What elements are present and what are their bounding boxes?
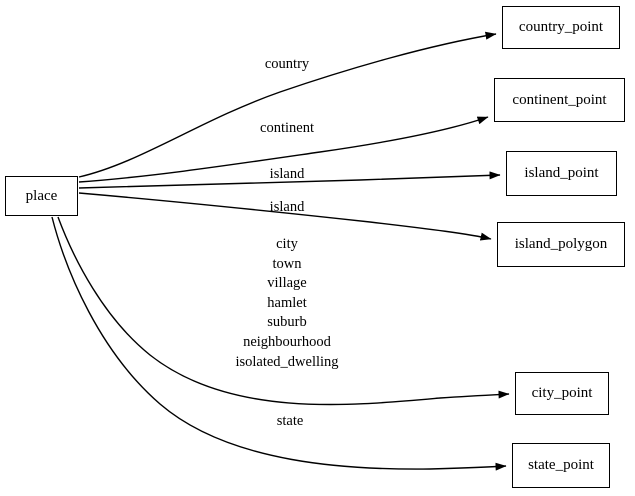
- edge-place-to-state_point: [51, 216, 507, 471]
- edge-label-state: state: [277, 412, 304, 432]
- node-label: continent_point: [512, 91, 607, 108]
- edge-place-to-island_polygon: [78, 192, 492, 241]
- node-state-point[interactable]: state_point: [512, 443, 610, 488]
- node-label: state_point: [528, 457, 594, 473]
- node-place[interactable]: place: [5, 176, 78, 216]
- edge-place-to-city_point: [57, 216, 510, 406]
- edge-place-to-country_point: [78, 31, 497, 178]
- edge-label-city-types: city town village hamlet suburb neighbourhood…: [235, 235, 338, 372]
- node-island-polygon[interactable]: island_polygon: [497, 222, 625, 267]
- edge-label-line: isolated_dwelling: [235, 353, 339, 370]
- edge-label-line: continent: [260, 120, 314, 136]
- node-label: place: [25, 187, 58, 204]
- edge-paths: [51, 31, 510, 471]
- edge-label-line: state: [276, 413, 304, 429]
- edge-place-to-island_point: [78, 171, 501, 189]
- edge-label-line: suburb: [267, 314, 307, 331]
- edge-label-line: hamlet: [267, 294, 307, 311]
- edge-label-line: town: [272, 255, 302, 272]
- edge-label-line: island: [269, 166, 305, 182]
- edge-label-country: country: [265, 55, 309, 75]
- node-continent-point[interactable]: continent_point: [494, 78, 625, 122]
- node-label: country_point: [518, 19, 604, 35]
- node-label: island_point: [524, 165, 599, 181]
- edge-label-island-point: island: [270, 165, 305, 185]
- node-label: city_point: [531, 385, 593, 401]
- edge-place-to-continent_point: [78, 116, 489, 183]
- node-country-point[interactable]: country_point: [502, 6, 620, 49]
- node-label: island_polygon: [514, 236, 608, 252]
- edge-label-line: village: [267, 275, 307, 292]
- edge-label-island-polygon: island: [270, 198, 305, 218]
- node-island-point[interactable]: island_point: [506, 151, 617, 196]
- edge-label-line: island: [269, 199, 305, 215]
- node-city-point[interactable]: city_point: [515, 372, 609, 415]
- edge-label-continent: continent: [260, 119, 314, 139]
- edge-label-line: city: [276, 236, 298, 252]
- edge-label-line: neighbourhood: [243, 333, 331, 350]
- edge-label-line: country: [264, 56, 310, 72]
